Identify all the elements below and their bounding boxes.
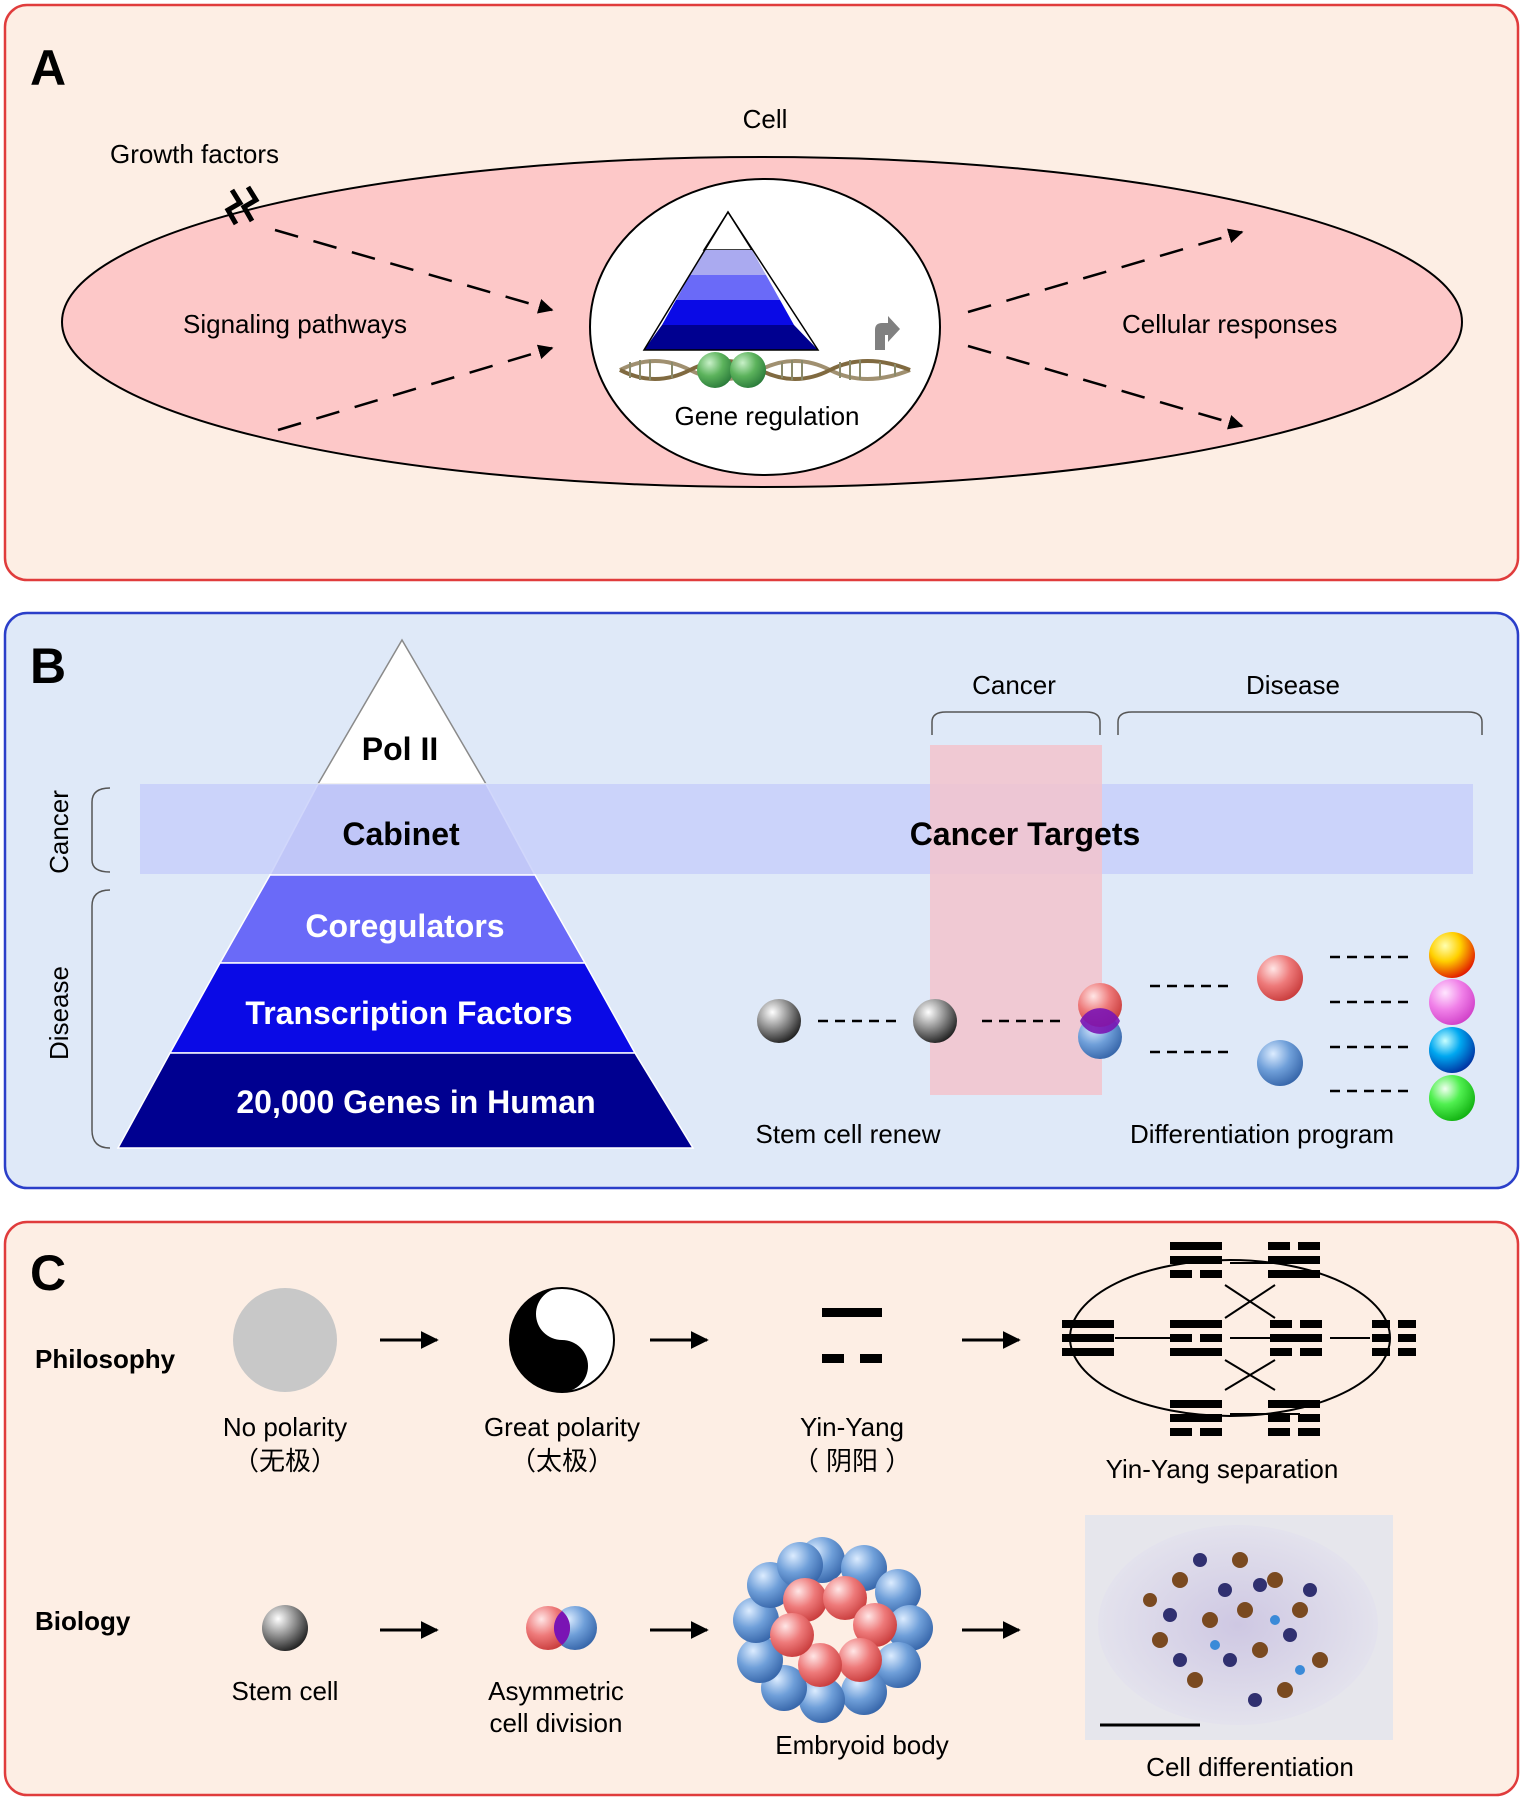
side-cancer-label: Cancer <box>44 790 74 874</box>
green-cell <box>1429 1075 1475 1121</box>
asymmetric-label-2: cell division <box>490 1708 623 1738</box>
tier-coregulators: Coregulators <box>305 908 504 944</box>
separation-label: Yin-Yang separation <box>1106 1454 1339 1484</box>
great-polarity-cn: （太极） <box>510 1446 614 1476</box>
top-brackets <box>931 711 1483 735</box>
asymmetric-division-icon <box>526 1606 597 1650</box>
cell-diff-label: Cell differentiation <box>1146 1752 1354 1782</box>
embryoid-body-icon <box>733 1537 933 1723</box>
bagua-diagram-icon <box>1062 1242 1416 1436</box>
no-polarity-cn: （无极） <box>233 1446 337 1476</box>
stem-cell-sphere <box>913 999 957 1043</box>
cancer-targets-label: Cancer Targets <box>910 816 1141 852</box>
yin-yang-cn: （ 阴阳 ） <box>793 1446 911 1476</box>
tier-genes: 20,000 Genes in Human <box>236 1084 595 1120</box>
asymmetric-label-1: Asymmetric <box>488 1676 624 1706</box>
no-polarity-label: No polarity <box>223 1412 347 1442</box>
diff-program-label: Differentiation program <box>1130 1119 1394 1149</box>
tier-transcription-factors: Transcription Factors <box>245 995 572 1031</box>
top-disease-label: Disease <box>1246 670 1340 700</box>
panel-a-letter: A <box>30 40 66 96</box>
gene-regulation-label: Gene regulation <box>674 401 859 431</box>
cell-label: Cell <box>743 104 788 134</box>
panel-c-letter: C <box>30 1245 66 1301</box>
stem-renew-label: Stem cell renew <box>756 1119 941 1149</box>
embryoid-label: Embryoid body <box>775 1730 948 1760</box>
cancer-column <box>930 745 1102 1095</box>
great-polarity-label: Great polarity <box>484 1412 640 1442</box>
biology-label: Biology <box>35 1606 131 1636</box>
panel-b-letter: B <box>30 638 66 694</box>
tier-pol2: Pol II <box>362 731 438 767</box>
biology-stem-cell <box>262 1605 308 1651</box>
yin-yang-label: Yin-Yang <box>800 1412 904 1442</box>
flow-arrows <box>380 1331 1021 1639</box>
signaling-arrows <box>274 228 1244 432</box>
responses-label: Cellular responses <box>1122 309 1337 339</box>
top-cancer-label: Cancer <box>972 670 1056 700</box>
tier-cabinet: Cabinet <box>342 816 460 852</box>
stem-cell-label: Stem cell <box>232 1676 339 1706</box>
yin-yang-lines-icon <box>822 1308 882 1363</box>
no-polarity-circle <box>233 1288 337 1392</box>
stem-cell-sphere <box>757 999 801 1043</box>
yin-yang-icon <box>509 1287 615 1393</box>
growth-factors-label: Growth factors <box>110 139 279 169</box>
yellow-cell <box>1429 932 1475 978</box>
micrograph-image <box>1085 1515 1393 1740</box>
side-brackets <box>91 787 111 1149</box>
receptor-icon <box>224 185 260 226</box>
side-disease-label: Disease <box>44 966 74 1060</box>
dividing-cell <box>1078 983 1122 1059</box>
dna-icon <box>619 352 911 388</box>
lineage-dashes <box>818 955 1410 1093</box>
philosophy-label: Philosophy <box>35 1344 176 1374</box>
transcription-start-icon <box>875 316 900 350</box>
cyan-cell <box>1429 1027 1475 1073</box>
blue-progenitor <box>1257 1040 1303 1086</box>
red-progenitor <box>1257 955 1303 1001</box>
pink-cell <box>1429 979 1475 1025</box>
signaling-label: Signaling pathways <box>183 309 407 339</box>
cancer-band <box>140 784 1473 874</box>
mini-pyramid <box>642 210 820 351</box>
